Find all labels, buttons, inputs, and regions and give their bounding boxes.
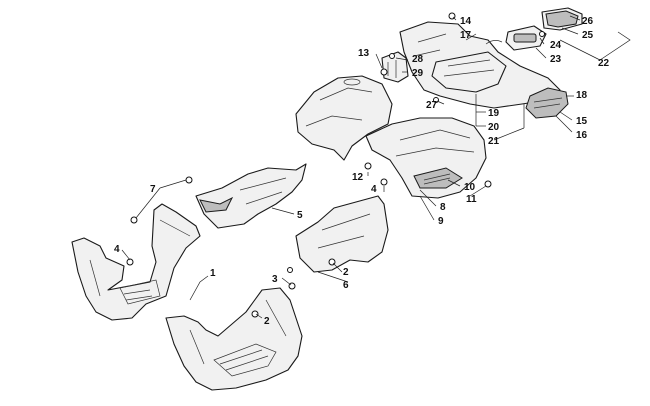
callout-labels: 1 2 2 3 4 4 5 6 7 8 9 10 11 12 13 14 15 … — [114, 16, 610, 327]
callout-13: 13 — [358, 48, 370, 59]
callout-20: 20 — [488, 122, 500, 133]
callout-24: 24 — [550, 40, 562, 51]
rear-body-rack — [399, 21, 561, 109]
callout-19: 19 — [488, 108, 500, 119]
bracket-28-29 — [381, 51, 409, 83]
callout-5: 5 — [297, 210, 303, 221]
right-side-panel — [295, 195, 389, 273]
callout-12: 12 — [352, 172, 364, 183]
left-side-panel — [195, 163, 307, 229]
callout-21: 21 — [488, 136, 500, 147]
callout-15: 15 — [576, 116, 588, 127]
leader-lines — [121, 15, 631, 319]
callout-2: 2 — [343, 267, 349, 278]
callout-10: 10 — [464, 182, 476, 193]
callout-4: 4 — [114, 244, 120, 255]
callout-6: 6 — [343, 280, 349, 291]
callout-9: 9 — [438, 216, 444, 227]
taillight-assembly — [485, 25, 547, 51]
front-fender-assembly — [365, 117, 487, 199]
callout-29: 29 — [412, 68, 424, 79]
callout-22: 22 — [598, 58, 610, 69]
callout-8: 8 — [440, 202, 446, 213]
callout-18: 18 — [576, 90, 588, 101]
callout-14: 14 — [460, 16, 472, 27]
left-footwell-panel — [71, 203, 201, 321]
callout-17: 17 — [460, 30, 472, 41]
taillight-cover — [541, 7, 583, 31]
callout-28: 28 — [412, 54, 424, 65]
fasteners — [126, 12, 545, 318]
callout-2: 2 — [264, 316, 270, 327]
callout-23: 23 — [550, 54, 562, 65]
callout-16: 16 — [576, 130, 588, 141]
front-body-hood — [295, 75, 393, 161]
callout-3: 3 — [272, 274, 278, 285]
callout-27: 27 — [426, 100, 438, 111]
rear-light-lens — [525, 87, 569, 119]
callout-1: 1 — [210, 268, 216, 279]
callout-7: 7 — [150, 184, 156, 195]
callout-26: 26 — [582, 16, 594, 27]
callout-11: 11 — [466, 194, 477, 205]
right-floorboard-panel — [165, 287, 303, 391]
callout-25: 25 — [582, 30, 594, 41]
callout-4: 4 — [371, 184, 377, 195]
